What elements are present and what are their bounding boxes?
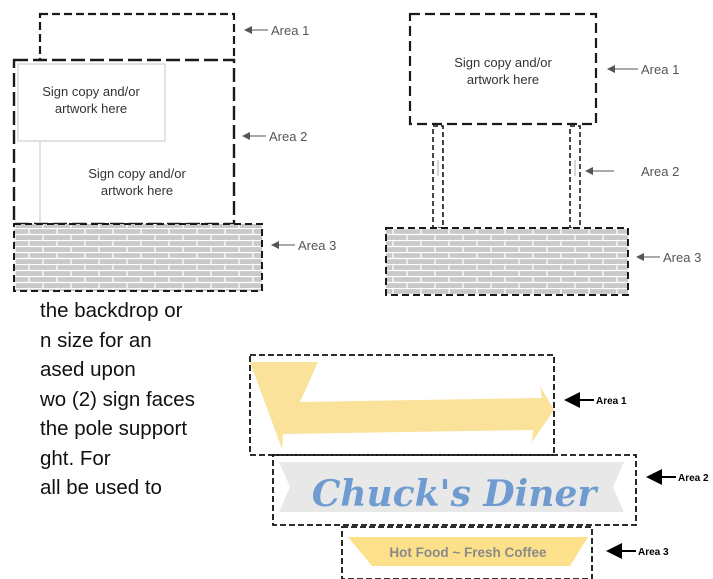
left-area-3-brick-base — [13, 223, 263, 292]
right-copy-line-1: Sign copy and/or — [454, 55, 552, 70]
diner-tagline: Hot Food ~ Fresh Coffee — [389, 545, 547, 560]
body-line-2: n size for an — [40, 328, 152, 352]
left-sign-diagram: Sign copy and/or artwork here Sign copy … — [12, 12, 336, 292]
left-area-1-box — [38, 12, 236, 64]
diner-area-2-box — [272, 454, 637, 526]
left-copy-top-line-2: artwork here — [55, 101, 127, 116]
diner-area-1-label: Area 1 — [596, 396, 627, 407]
diner-yellow-arrow — [250, 362, 554, 449]
right-copy-line-2: artwork here — [467, 72, 539, 87]
body-line-5: the pole support — [40, 417, 188, 440]
diner-sign-diagram: Chuck's Diner Hot Food ~ Fresh Coffee Ar… — [249, 354, 709, 579]
diner-area-2-label: Area 2 — [678, 473, 709, 484]
body-line-1: the backdrop or — [40, 299, 183, 322]
body-line-7: all be used to — [40, 476, 162, 499]
right-area-1-label: Area 1 — [641, 62, 679, 77]
right-pole-right — [569, 125, 581, 229]
diner-banner — [279, 462, 624, 512]
body-line-3: ased upon — [40, 358, 136, 381]
left-copy-box-top — [17, 63, 166, 142]
left-area-2-label: Area 2 — [269, 129, 307, 144]
right-area-1-box — [408, 12, 598, 126]
right-area-2-label: Area 2 — [641, 164, 679, 179]
body-paragraph: the backdrop or n size for an ased upon … — [40, 296, 260, 503]
left-area-1-label: Area 1 — [271, 23, 309, 38]
left-copy-bottom-line-1: Sign copy and/or — [88, 166, 186, 181]
left-copy-bottom-line-2: artwork here — [101, 183, 173, 198]
diner-sign-name: Chuck's Diner — [312, 473, 600, 515]
diner-area-1-box — [249, 354, 555, 456]
right-sign-diagram: Sign copy and/or artwork here Area 1 Are… — [385, 12, 701, 296]
left-copy-top-line-1: Sign copy and/or — [42, 84, 140, 99]
diner-area-3-label: Area 3 — [638, 547, 669, 558]
diner-area-3-box — [341, 526, 593, 579]
right-pole-left — [432, 125, 444, 229]
right-area-3-label: Area 3 — [663, 250, 701, 265]
right-area-3-brick-base — [385, 227, 629, 296]
left-area-3-label: Area 3 — [298, 238, 336, 253]
diner-tagline-banner — [348, 537, 588, 566]
body-line-4: wo (2) sign faces — [40, 387, 195, 411]
body-line-6: ght. For — [40, 446, 111, 470]
